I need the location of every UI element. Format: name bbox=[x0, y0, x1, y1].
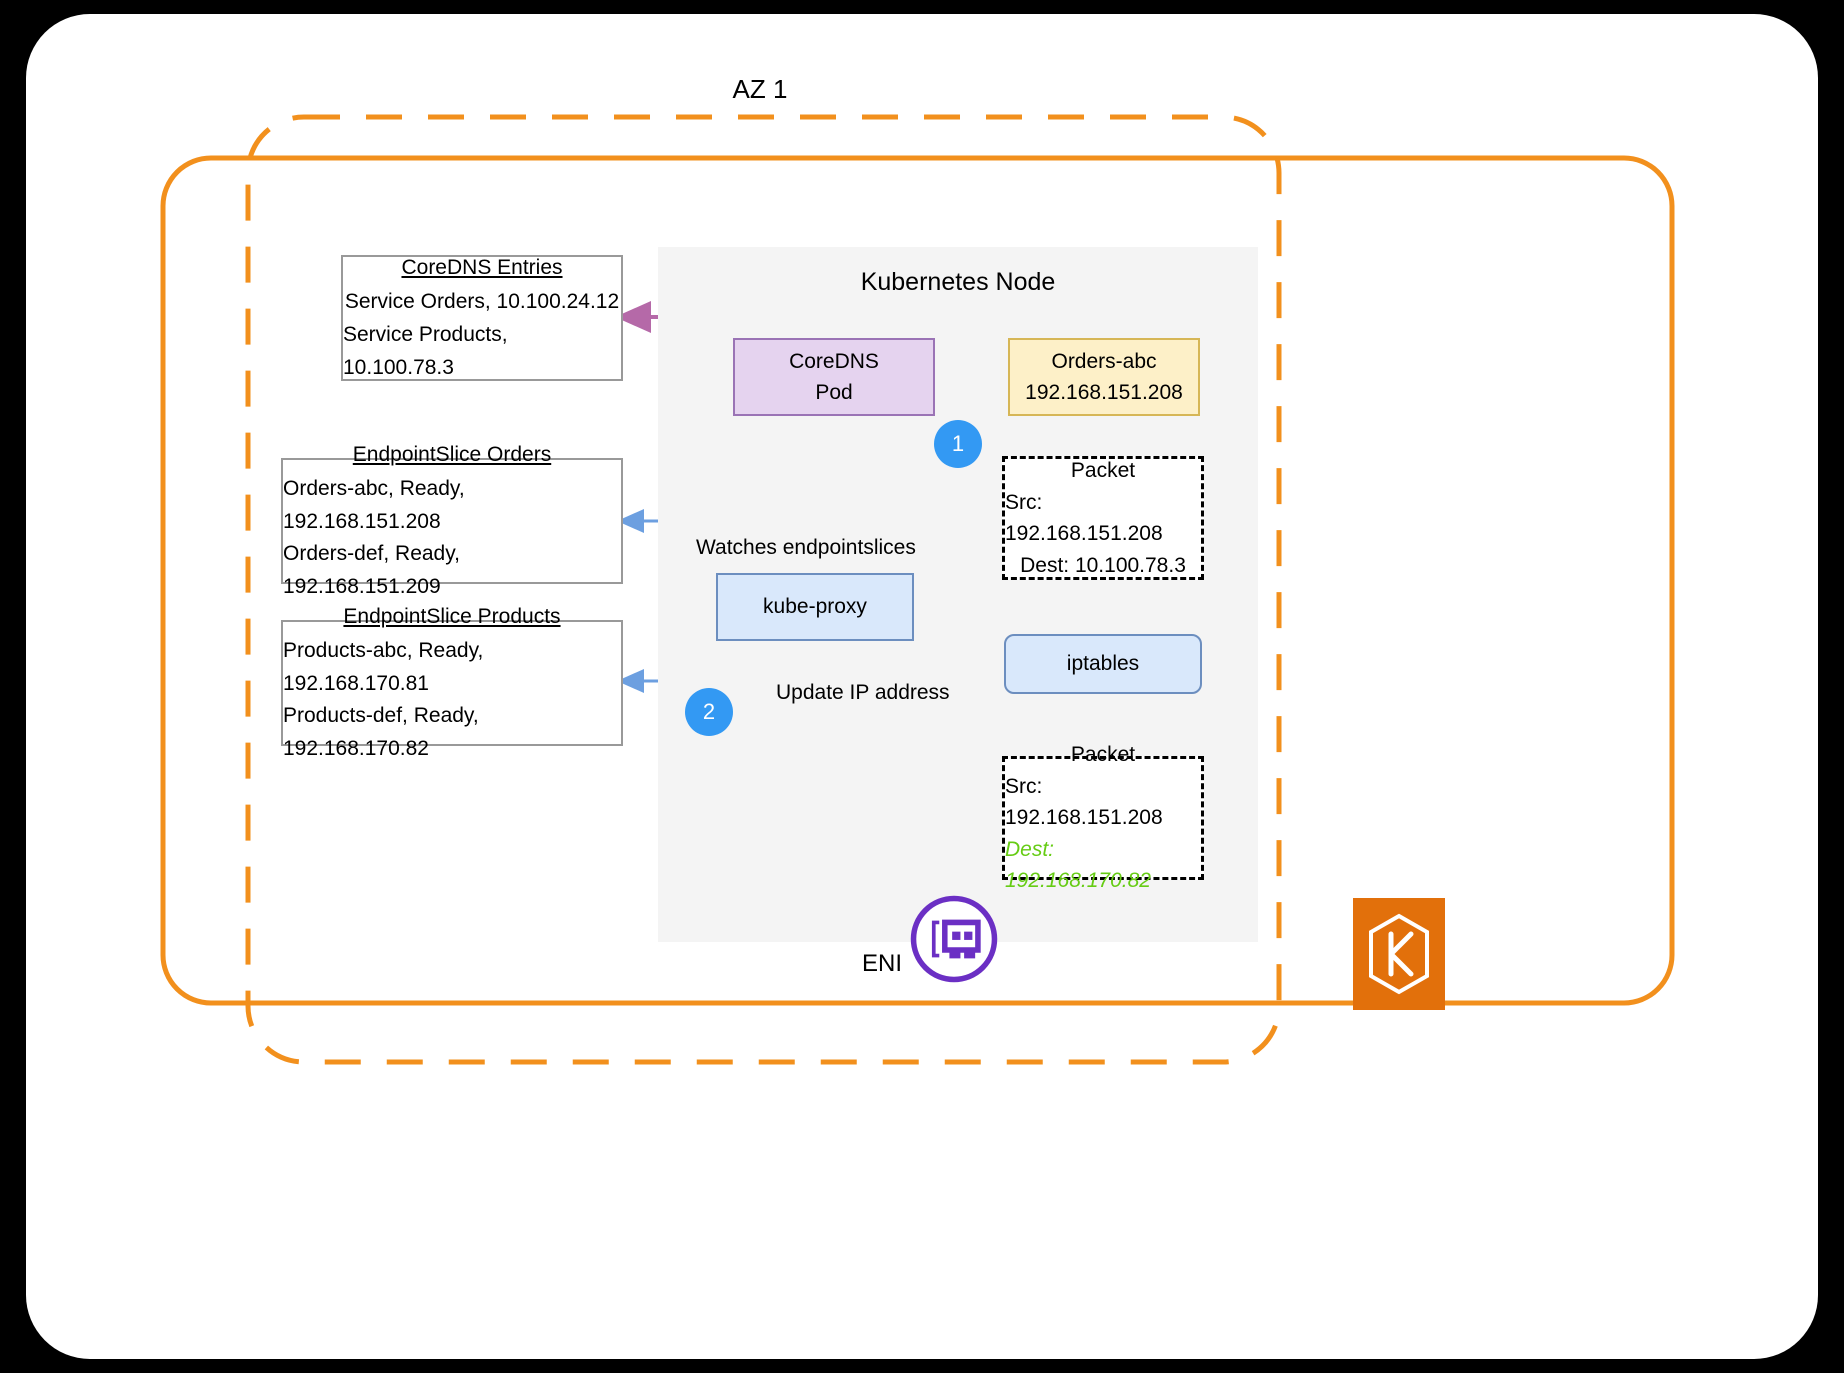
eks-logo bbox=[1353, 898, 1445, 1010]
coredns-pod-line-1: CoreDNS bbox=[789, 349, 879, 373]
kubernetes-node-title: Kubernetes Node bbox=[860, 268, 1056, 296]
update-ip-address-label: Update IP address bbox=[776, 681, 950, 704]
az-title: AZ 1 bbox=[732, 74, 788, 104]
step-badge-1: 1 bbox=[934, 420, 982, 468]
packet-box-bottom: Packet Src: 192.168.151.208 Dest: 192.16… bbox=[1002, 743, 1204, 892]
iptables-label: iptables bbox=[1066, 652, 1140, 676]
coredns-entries-box[interactable]: CoreDNS Entries Service Orders, 10.100.2… bbox=[341, 255, 623, 381]
packet-box-top: Packet Src: 192.168.151.208 Dest: 10.100… bbox=[1002, 456, 1204, 580]
step-badge-2: 2 bbox=[685, 688, 733, 736]
endpointslice-orders-title: EndpointSlice Orders bbox=[352, 442, 552, 466]
step-badge-2-label: 2 bbox=[702, 699, 716, 724]
endpointslice-products-box[interactable]: EndpointSlice Products Products-abc, Rea… bbox=[281, 605, 623, 760]
coredns-pod-line-2: Pod bbox=[815, 381, 853, 404]
packet-bottom-dest: Dest: 192.168.170.82 bbox=[1005, 837, 1151, 893]
watches-endpointslices-label: Watches endpointslices bbox=[696, 536, 916, 559]
packet-bottom-src: Src: 192.168.151.208 bbox=[1005, 774, 1163, 830]
packet-top-title: Packet bbox=[1070, 459, 1136, 482]
coredns-entries-title: CoreDNS Entries bbox=[401, 255, 563, 279]
iptables-box[interactable]: iptables bbox=[1004, 634, 1202, 694]
orders-abc-ip: 192.168.151.208 bbox=[1025, 381, 1183, 404]
coredns-entries-line-1: Service Orders, 10.100.24.12 bbox=[344, 290, 620, 314]
endpointslice-products-line-2: Products-def, Ready, 192.168.170.82 bbox=[283, 704, 479, 760]
kube-proxy-label: kube-proxy bbox=[763, 595, 867, 619]
kube-proxy-box[interactable]: kube-proxy bbox=[716, 573, 914, 641]
endpointslice-products-line-1: Products-abc, Ready, 192.168.170.81 bbox=[283, 639, 484, 695]
endpointslice-orders-line-2: Orders-def, Ready, 192.168.151.209 bbox=[283, 542, 461, 598]
step-badge-1-label: 1 bbox=[951, 431, 965, 456]
packet-bottom-title: Packet bbox=[1070, 743, 1136, 767]
endpointslice-orders-line-1: Orders-abc, Ready, 192.168.151.208 bbox=[283, 477, 465, 533]
coredns-pod-box[interactable]: CoreDNS Pod bbox=[733, 338, 935, 416]
packet-top-src: Src: 192.168.151.208 bbox=[1005, 490, 1163, 546]
endpointslice-orders-box[interactable]: EndpointSlice Orders Orders-abc, Ready, … bbox=[281, 443, 623, 598]
orders-abc-pod-box[interactable]: Orders-abc 192.168.151.208 bbox=[1008, 338, 1200, 416]
eni-icon bbox=[910, 895, 998, 983]
packet-top-dest: Dest: 10.100.78.3 bbox=[1020, 553, 1186, 577]
coredns-entries-line-2: Service Products, 10.100.78.3 bbox=[343, 323, 508, 379]
endpointslice-products-title: EndpointSlice Products bbox=[343, 604, 561, 628]
orders-abc-name: Orders-abc bbox=[1051, 349, 1157, 373]
eni-label: ENI bbox=[862, 950, 903, 977]
